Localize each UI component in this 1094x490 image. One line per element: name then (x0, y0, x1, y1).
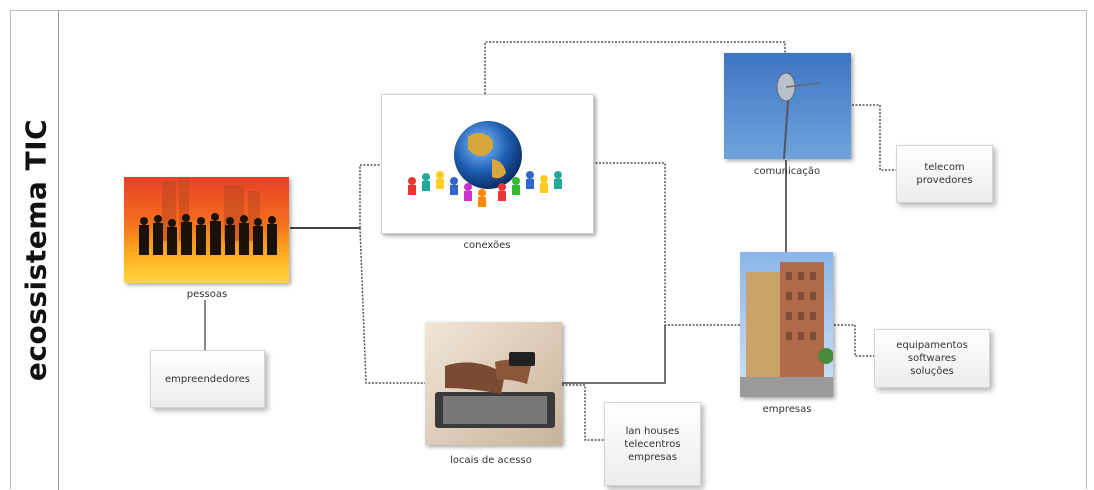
locais-label: locais de acesso (450, 455, 532, 466)
pessoas-label: pessoas (186, 289, 228, 300)
equipamentos-line-2: softwares (907, 353, 957, 364)
empreendedores-box: empreendedores (150, 350, 265, 408)
lanhouses-line-1: lan houses (625, 425, 680, 437)
equipamentos-box: equipamentos softwares soluções (874, 329, 990, 388)
locais-image (425, 322, 562, 445)
equipamentos-line-1: equipamentos (896, 340, 968, 351)
pessoas-image (124, 177, 289, 283)
connector-comunicacao-telecom (852, 104, 896, 171)
connector-empresas-equipamentos (834, 324, 874, 357)
connector-pessoas-conexoes (359, 164, 380, 228)
laptop-hands-icon (435, 352, 555, 428)
conexoes-label: conexões (463, 240, 511, 251)
telecom-box: telecom provedores (896, 145, 993, 203)
lanhouses-box: lan houses telecentros empresas (604, 402, 701, 486)
lanhouses-line-3: empresas (628, 451, 677, 463)
connector-conexoes-empresas (592, 162, 740, 326)
people-silhouettes-icon (139, 177, 277, 255)
globe-network-icon (408, 121, 562, 207)
comunicacao-image (724, 53, 851, 159)
connector-pessoas-locais (359, 227, 425, 384)
connector-conexoes-comunicacao (484, 41, 786, 94)
conexoes-image (381, 94, 594, 234)
connector-locais-empresas (562, 325, 666, 384)
telecom-line-2: provedores (916, 175, 973, 186)
connector-locais-lanhouses (562, 384, 604, 441)
empresas-image (740, 252, 833, 397)
comunicacao-label: comunicação (753, 166, 821, 177)
sidebar-divider (58, 10, 59, 490)
building-icon (740, 262, 833, 397)
empresas-label: empresas (762, 404, 812, 415)
diagram-frame (10, 10, 1087, 489)
telecom-line-1: telecom (924, 162, 965, 173)
equipamentos-line-3: soluções (910, 366, 954, 377)
empreendedores-text: empreendedores (165, 373, 250, 385)
antenna-icon (776, 72, 821, 159)
lanhouses-line-2: telecentros (624, 438, 681, 450)
